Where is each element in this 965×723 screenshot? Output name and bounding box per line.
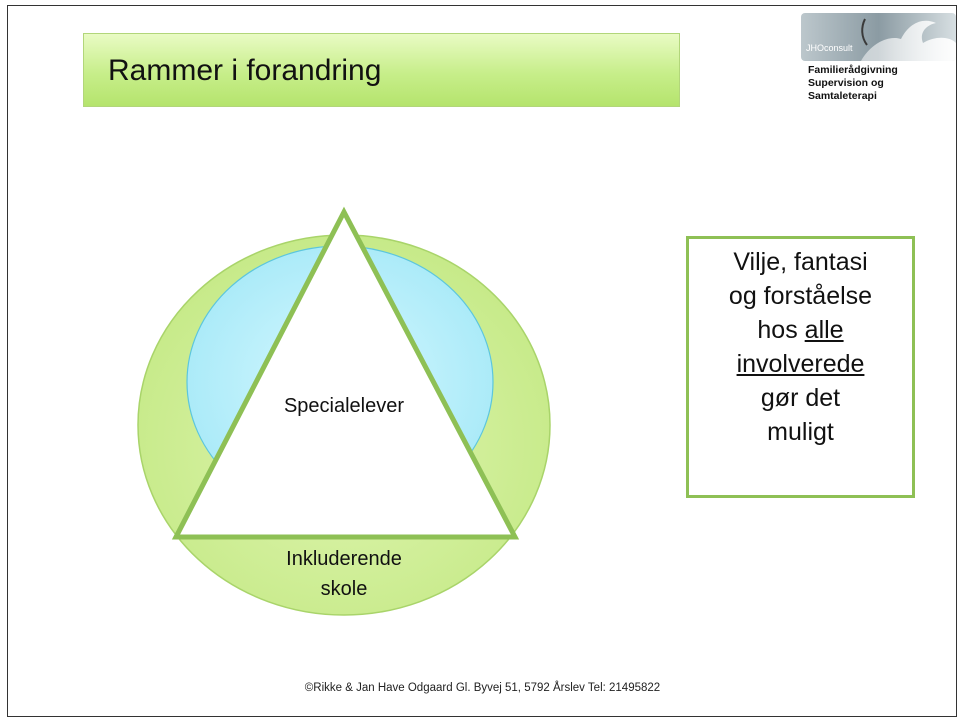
outer-label-line2: skole [320,578,368,600]
note-line-6: muligt [767,418,834,446]
footer-copyright: ©Rikke & Jan Have Odgaard Gl. Byvej 51, … [304,682,661,694]
title-banner: Rammer i forandring [83,33,680,107]
swan-icon [861,18,956,61]
note-line-4: involverede [736,350,865,378]
logo-brand: JHOconsult [806,43,853,53]
slide-title: Rammer i forandring [108,54,382,87]
note-word-hos: hos [757,316,798,344]
logo-line-2: Supervision og [808,77,884,89]
logo-line-1: Familierådgivning [808,64,898,76]
inner-label: Specialelever [283,395,405,417]
company-logo: JHOconsult Familierådgivning Supervision… [801,13,956,118]
note-box: Vilje, fantasi og forståelse hos alle in… [686,236,915,498]
triangle-shape [171,206,520,540]
slide-frame [7,5,957,717]
logo-banner: JHOconsult [801,13,956,61]
outer-label-line1: Inkluderende [286,548,402,570]
note-line-5: gør det [760,384,841,412]
note-word-alle: alle [804,316,844,344]
note-line-3: hos alle [689,313,912,347]
note-line-2: og forståelse [728,282,873,310]
logo-line-3: Samtaleterapi [808,90,877,102]
note-line-1: Vilje, fantasi [733,248,868,276]
